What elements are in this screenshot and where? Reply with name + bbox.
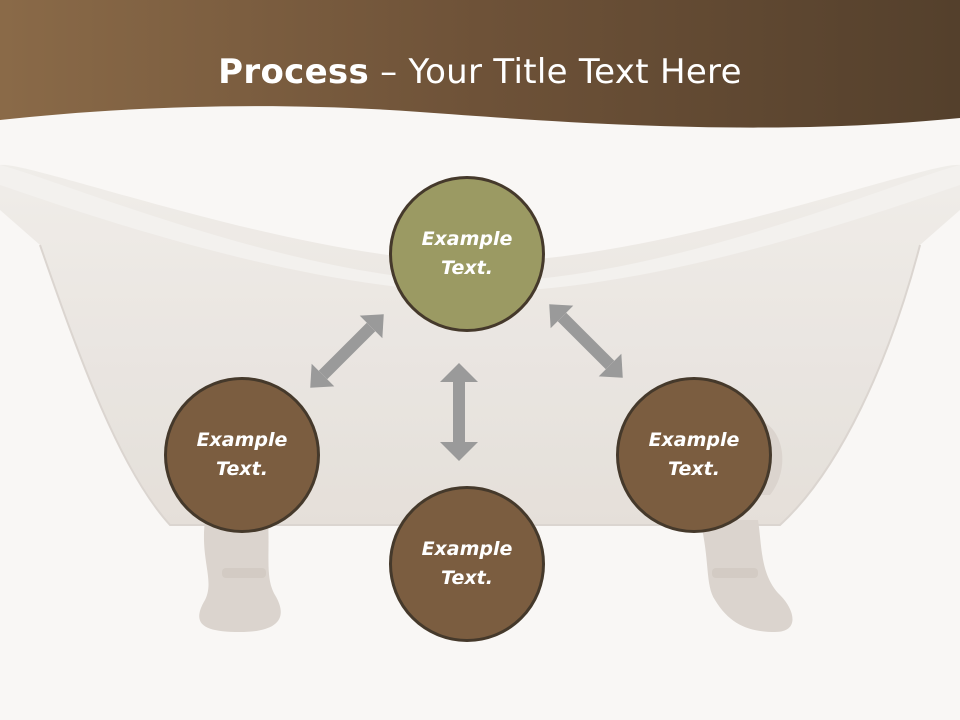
title-bold: Process: [218, 52, 370, 92]
node-text-line2: Text.: [668, 458, 720, 480]
node-text-line1: Example: [196, 429, 288, 451]
slide-title: Process – Your Title Text Here: [0, 52, 960, 92]
process-node-right: Example Text.: [616, 377, 772, 533]
node-text-line1: Example: [421, 538, 513, 560]
node-text-line2: Text.: [441, 567, 493, 589]
node-text-line1: Example: [648, 429, 740, 451]
header-band: [0, 0, 960, 128]
node-text-line1: Example: [421, 228, 513, 250]
process-node-bottom: Example Text.: [389, 486, 545, 642]
title-rest: – Your Title Text Here: [369, 52, 742, 92]
process-node-left: Example Text.: [164, 377, 320, 533]
node-text-line2: Text.: [441, 257, 493, 279]
node-text-line2: Text.: [216, 458, 268, 480]
process-node-top: Example Text.: [389, 176, 545, 332]
